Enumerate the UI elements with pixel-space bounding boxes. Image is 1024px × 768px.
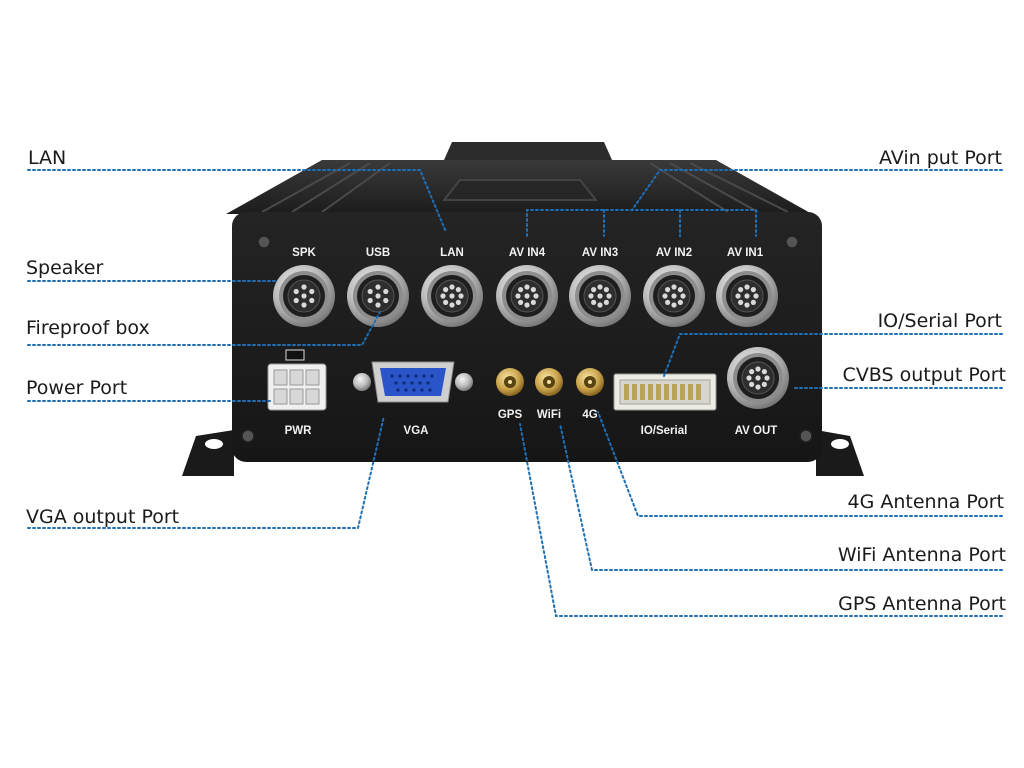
port-label-av-in1: AV IN1 bbox=[727, 247, 764, 259]
left-mounting-bracket bbox=[182, 400, 234, 476]
right-bracket-hole bbox=[831, 439, 849, 449]
port-label-av-out: AV OUT bbox=[735, 425, 778, 437]
io-serial-connector bbox=[613, 373, 717, 411]
callout-gps-antenna: GPS Antenna Port bbox=[838, 593, 1006, 615]
port-label-gps: GPS bbox=[498, 409, 523, 421]
callout-4g-antenna: 4G Antenna Port bbox=[848, 491, 1004, 513]
port-label-av-in2: AV IN2 bbox=[656, 247, 692, 259]
leader-wifi bbox=[559, 423, 1003, 571]
leader-gps bbox=[519, 423, 1003, 617]
callout-labels: LAN AVin put Port Speaker Fireproof box … bbox=[26, 147, 1006, 615]
leader-lines bbox=[27, 169, 1003, 617]
port-label-spk: SPK bbox=[292, 247, 316, 259]
port-label-usb: USB bbox=[366, 247, 390, 259]
wifi-antenna-connector bbox=[535, 368, 563, 396]
callout-fireproof: Fireproof box bbox=[26, 317, 150, 339]
4g-antenna-connector bbox=[576, 368, 604, 396]
av-in1-connector bbox=[716, 265, 778, 327]
callout-vga-output: VGA output Port bbox=[26, 506, 179, 528]
av-in3-connector bbox=[569, 265, 631, 327]
lan-connector bbox=[421, 265, 483, 327]
leader-io-serial bbox=[663, 333, 1003, 377]
callout-lan: LAN bbox=[28, 147, 66, 169]
usb-connector bbox=[347, 265, 409, 327]
panel-screws bbox=[241, 235, 813, 443]
antenna-connectors bbox=[496, 368, 604, 396]
callout-wifi-antenna: WiFi Antenna Port bbox=[838, 544, 1006, 566]
port-label-av-in4: AV IN4 bbox=[509, 247, 546, 259]
port-label-av-in3: AV IN3 bbox=[582, 247, 618, 259]
left-bracket-hole bbox=[205, 439, 223, 449]
leader-avin-bus bbox=[526, 209, 757, 237]
leader-fireproof bbox=[27, 311, 381, 346]
round-connectors bbox=[273, 265, 789, 409]
device-top-ridges bbox=[261, 162, 789, 213]
callout-avin: AVin put Port bbox=[879, 147, 1002, 169]
leader-vga bbox=[27, 415, 385, 529]
leader-4g bbox=[597, 411, 1003, 517]
vga-connector bbox=[353, 361, 473, 403]
av-in2-connector bbox=[643, 265, 705, 327]
port-label-io-serial: IO/Serial bbox=[641, 425, 688, 437]
port-label-wifi: WiFi bbox=[537, 409, 561, 421]
power-connector bbox=[267, 349, 327, 411]
port-label-vga: VGA bbox=[404, 425, 429, 437]
port-label-4g: 4G bbox=[582, 409, 597, 421]
right-mounting-bracket bbox=[816, 400, 864, 476]
leader-avin-main bbox=[631, 169, 1003, 211]
callout-io-serial: IO/Serial Port bbox=[878, 310, 1002, 332]
spk-connector bbox=[273, 265, 335, 327]
port-label-lan: LAN bbox=[440, 247, 464, 259]
av-out-connector bbox=[727, 347, 789, 409]
dvr-device: SPK USB LAN AV IN4 AV IN3 AV IN2 AV IN1 … bbox=[182, 142, 864, 476]
leader-lan bbox=[27, 169, 447, 233]
gps-antenna-connector bbox=[496, 368, 524, 396]
callout-power: Power Port bbox=[26, 377, 127, 399]
av-in4-connector bbox=[496, 265, 558, 327]
callout-cvbs: CVBS output Port bbox=[843, 364, 1006, 386]
port-label-pwr: PWR bbox=[285, 425, 313, 437]
device-top-handle bbox=[444, 142, 612, 160]
callout-speaker: Speaker bbox=[26, 257, 103, 279]
